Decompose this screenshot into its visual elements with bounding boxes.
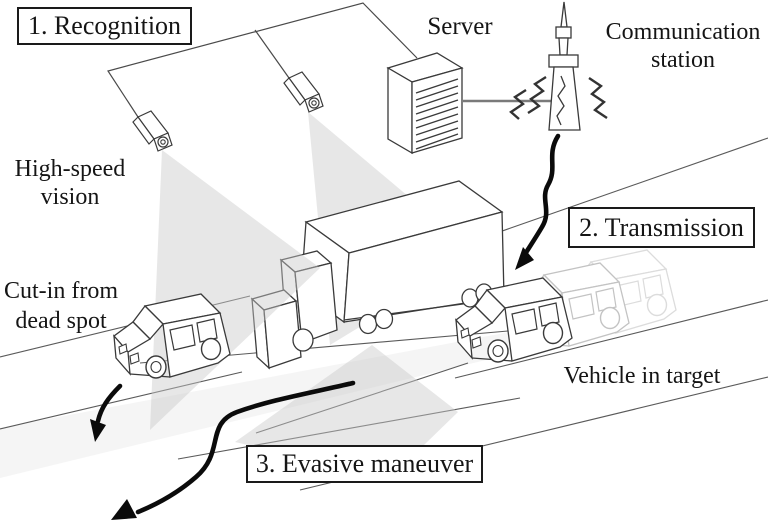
step-label: 3. Evasive maneuver <box>255 449 474 478</box>
cut-in-label: Cut-in from dead spot <box>4 278 118 334</box>
communication-station-label: Communication station <box>605 19 761 73</box>
cut-in-arrow <box>90 383 123 442</box>
step-label: 1. Recognition <box>27 11 182 40</box>
radio-tower-icon <box>548 1 581 131</box>
truck-icon <box>250 180 505 370</box>
step-box-recognition: 1. Recognition <box>17 7 192 45</box>
step-label: 2. Transmission <box>579 212 744 242</box>
server-icon <box>386 52 464 155</box>
step-box-transmission: 2. Transmission <box>568 207 755 248</box>
camera-icon <box>132 110 173 152</box>
step-box-evasive-maneuver: 3. Evasive maneuver <box>246 445 483 483</box>
camera-icon <box>283 71 324 113</box>
vehicle-in-target-label: Vehicle in target <box>563 363 721 389</box>
high-speed-vision-label: High-speed vision <box>14 156 126 210</box>
radio-waves-icon <box>509 75 608 120</box>
vision-cone-ground-band <box>235 345 458 478</box>
evasive-maneuver-arrow <box>111 380 356 520</box>
camera-network-lines <box>107 2 418 118</box>
server-label: Server <box>427 13 493 40</box>
transmission-arrow <box>515 133 561 270</box>
road-shading <box>0 330 560 478</box>
